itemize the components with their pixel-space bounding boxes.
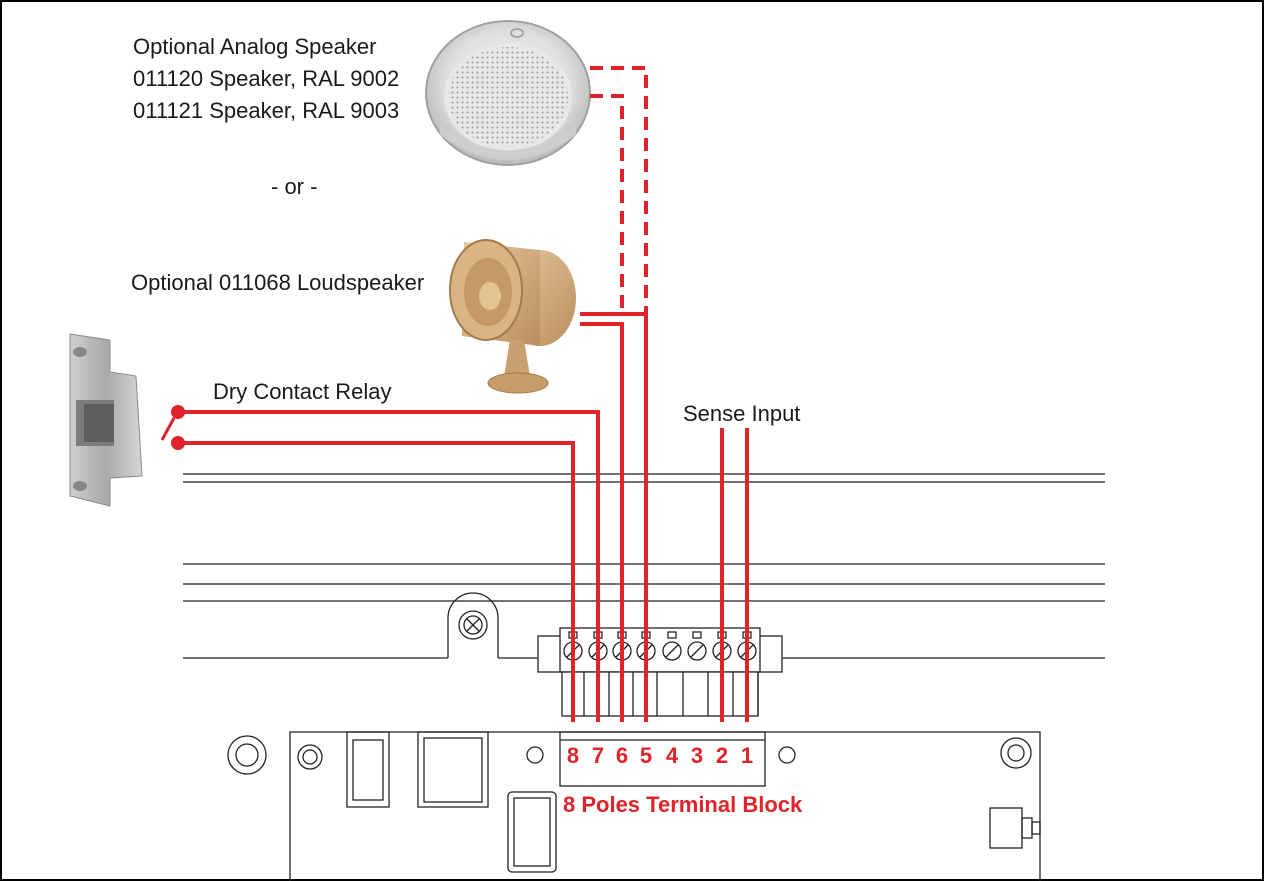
ceiling-speaker-icon	[425, 20, 591, 166]
relay-label: Dry Contact Relay	[213, 379, 392, 404]
terminal-number-8: 8	[567, 743, 579, 768]
analog-speaker-wire-b	[590, 94, 624, 312]
terminal-number-3: 3	[691, 743, 703, 768]
analog-speaker-model-1: 011120 Speaker, RAL 9002	[133, 66, 399, 91]
analog-speaker-title: Optional Analog Speaker	[133, 34, 376, 59]
relay-contact-bottom	[171, 436, 185, 450]
terminal-number-2: 2	[716, 743, 728, 768]
terminal-slot	[667, 631, 677, 639]
relay-switch-arm	[160, 417, 176, 441]
relay-wire-8	[178, 441, 575, 722]
analog-speaker-wire-a	[590, 66, 648, 312]
horn-speaker-icon	[449, 239, 576, 394]
or-separator: - or -	[271, 174, 317, 199]
terminal-number-7: 7	[592, 743, 604, 768]
relay-contact-top	[171, 405, 185, 419]
relay-wire-7	[178, 410, 600, 722]
loudspeaker-wire-5	[580, 312, 648, 722]
loudspeaker-label: Optional 011068 Loudspeaker	[131, 270, 424, 295]
pcb-board	[227, 731, 1041, 881]
terminal-block-title: 8 Poles Terminal Block	[563, 792, 803, 817]
door-strike-icon	[69, 333, 143, 507]
wiring	[160, 66, 749, 722]
terminal-screw-slot	[665, 644, 679, 658]
terminal-screw-slot	[690, 644, 704, 658]
terminal-slot	[692, 631, 702, 639]
analog-speaker-model-2: 011121 Speaker, RAL 9003	[133, 98, 399, 123]
terminal-number-1: 1	[741, 743, 753, 768]
sense-input-label: Sense Input	[683, 401, 800, 426]
mounting-boss	[447, 592, 499, 658]
terminal-number-4: 4	[666, 743, 679, 768]
terminal-number-5: 5	[640, 743, 652, 768]
terminal-number-6: 6	[616, 743, 628, 768]
loudspeaker-wire-6	[580, 322, 624, 722]
